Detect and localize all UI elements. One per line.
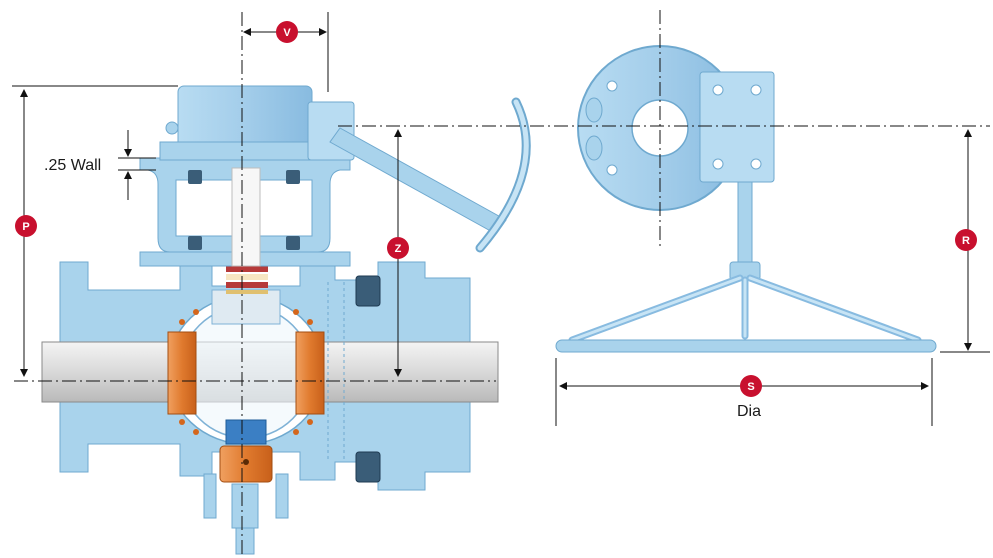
bracket-bolts xyxy=(188,170,300,250)
valve-section-view xyxy=(41,85,531,555)
diameter-label: Dia xyxy=(737,403,761,420)
badge-v: V xyxy=(276,21,298,43)
badge-z-label: Z xyxy=(395,243,402,255)
plate-lugs xyxy=(585,97,603,161)
flange-detail-lines xyxy=(327,282,345,462)
trunnion-blue xyxy=(225,419,267,445)
seat-dots xyxy=(179,309,313,435)
stem-seals xyxy=(226,266,268,294)
badge-p: P xyxy=(15,215,37,237)
gear-flange xyxy=(699,71,775,183)
ball xyxy=(179,305,313,439)
seat-right xyxy=(295,331,325,415)
seat-left xyxy=(167,331,197,415)
handwheel-side-view xyxy=(555,45,937,353)
wall-thickness-label: .25 Wall xyxy=(44,157,101,174)
badge-v-label: V xyxy=(283,27,291,39)
bottom-bolts xyxy=(203,473,289,555)
side-nuts xyxy=(355,275,381,483)
badge-s: S xyxy=(740,375,762,397)
flange-bolts xyxy=(606,80,762,176)
stem-housing xyxy=(211,289,281,325)
badge-p-label: P xyxy=(22,221,29,233)
handwheel-rim xyxy=(555,339,937,353)
handwheel-shaft xyxy=(737,181,753,263)
badge-s-label: S xyxy=(747,381,754,393)
badge-z: Z xyxy=(387,237,409,259)
centerlines xyxy=(14,10,990,556)
lever-arm xyxy=(329,127,507,235)
badge-r-label: R xyxy=(962,235,970,247)
badge-r: R xyxy=(955,229,977,251)
valve-stem xyxy=(231,167,261,267)
